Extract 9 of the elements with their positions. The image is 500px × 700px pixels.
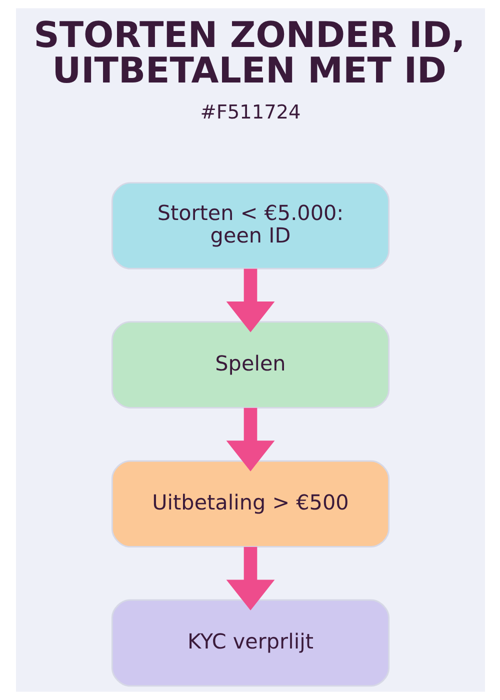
diagram-title: STORTEN ZONDER ID, UITBETALEN MET ID <box>33 15 465 92</box>
arrow <box>226 546 274 610</box>
label: #F511724 <box>200 100 300 124</box>
node-box: Spelen <box>110 321 390 408</box>
node-box: Storten < €5.000: geen ID <box>110 182 390 270</box>
arrow <box>226 268 274 332</box>
arrow <box>226 408 274 472</box>
node-box: KYC verprlijt <box>110 599 390 687</box>
node-box: Uitbetaling > €500 <box>110 460 390 548</box>
